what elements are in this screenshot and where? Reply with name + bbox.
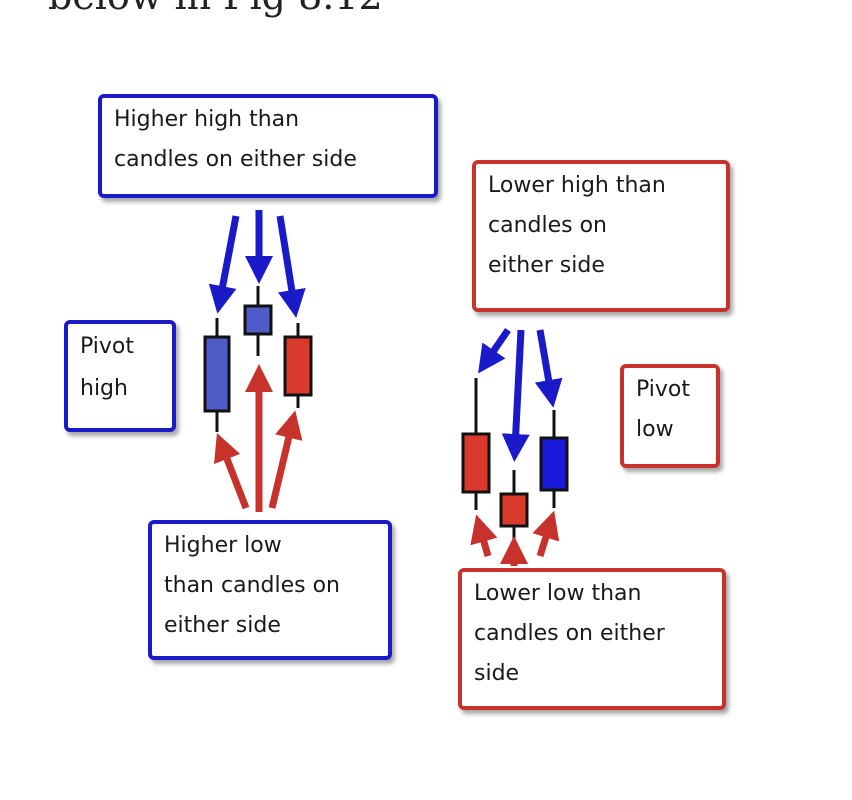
higher-low-note: Higher low than candles on either side — [148, 520, 392, 660]
lower-high-note: Lower high than candles on either side — [472, 160, 730, 312]
pivot-low-label: Pivot low — [620, 364, 720, 468]
lower-high-arrows — [478, 328, 563, 462]
higher-high-arrows — [208, 210, 306, 318]
pivot-high-label: Pivot high — [64, 320, 176, 432]
candle-right-pivot-high — [283, 323, 313, 408]
candle-right-pivot-low — [539, 410, 569, 508]
lower-low-note: Lower low than candles on either side — [458, 568, 726, 710]
higher-low-arrows — [213, 364, 303, 512]
lower-low-arrows — [470, 510, 560, 566]
candle-center-pivot-low — [499, 470, 529, 540]
figure-caption: below in Fig 8.12 — [48, 0, 383, 18]
higher-high-note: Higher high than candles on either side — [98, 94, 438, 198]
candle-left-pivot-high — [203, 318, 231, 432]
candle-left-pivot-low — [461, 378, 491, 510]
candle-center-pivot-high — [243, 286, 273, 356]
